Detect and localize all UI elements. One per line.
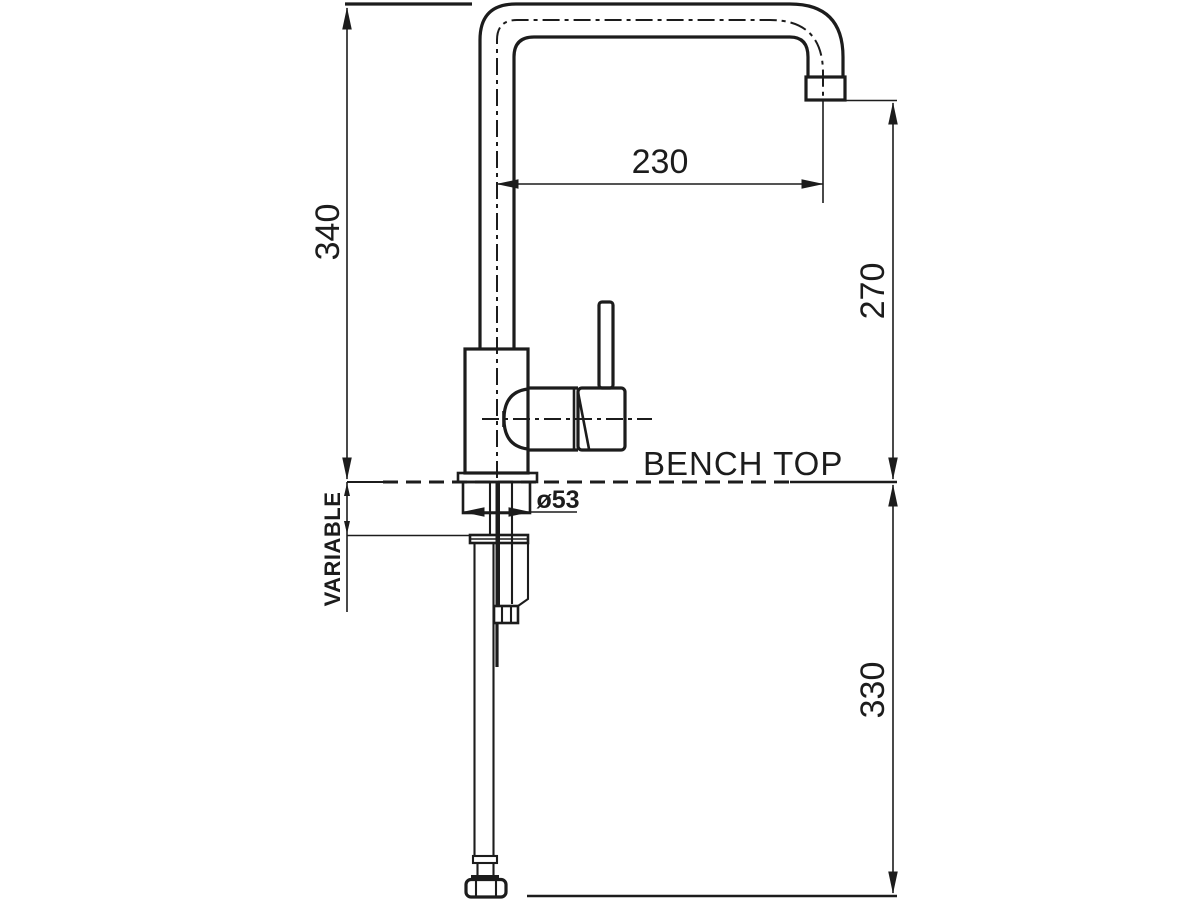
faucet-handle	[528, 300, 627, 452]
hose-collar	[471, 875, 499, 880]
dim-330: 330	[527, 484, 898, 898]
faucet-spout	[478, 2, 847, 349]
hose-ferrule	[471, 854, 499, 865]
hose-end-nut	[464, 877, 508, 899]
dim-270: 270	[843, 99, 898, 480]
dim-330-label: 330	[854, 662, 892, 719]
dim-270-label: 270	[854, 263, 892, 320]
dim-340: 340	[309, 2, 472, 480]
dim-230-label: 230	[632, 143, 689, 181]
threaded-stud	[495, 483, 500, 606]
spout-outlet-tip	[804, 75, 847, 102]
dim-variable: VARIABLE	[320, 482, 470, 612]
dim-diameter-53: ø53	[462, 486, 580, 517]
dim-diameter-label: ø53	[536, 486, 579, 514]
pipe-centerline	[496, 19, 824, 540]
bench-top-label: BENCH TOP	[643, 445, 843, 482]
handle-lever-rod	[597, 300, 615, 390]
under-bench-assembly	[461, 480, 532, 625]
mounting-nut	[492, 604, 520, 625]
dim-340-label: 340	[309, 204, 347, 261]
flexible-hose	[464, 543, 508, 899]
bench-top-line: BENCH TOP	[347, 445, 897, 484]
cartridge-cone	[502, 387, 529, 451]
dim-230: 230	[496, 100, 824, 203]
dim-variable-label: VARIABLE	[320, 492, 345, 607]
